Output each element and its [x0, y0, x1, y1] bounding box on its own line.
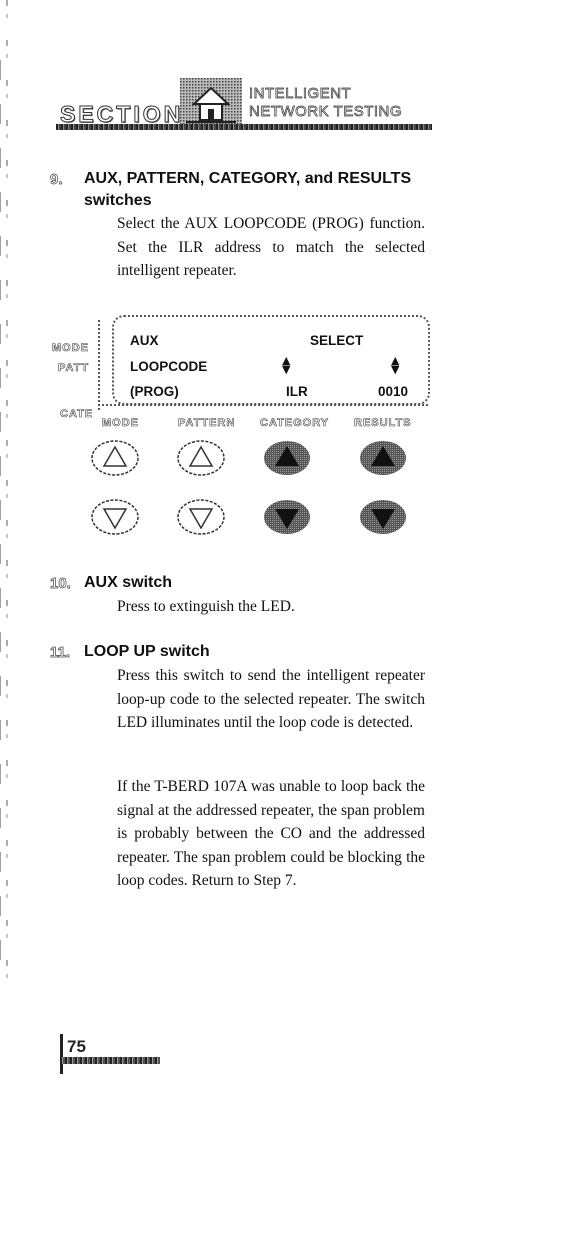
step-title: AUX switch: [84, 574, 173, 591]
cate-side-label: CATE: [60, 408, 94, 421]
page-number-rule: [60, 1034, 63, 1074]
mode-button-label: MODE: [102, 417, 139, 430]
display-aux: AUX: [130, 333, 159, 348]
step-title: AUX, PATTERN, CATEGORY, and RESULTS: [84, 170, 412, 187]
display-ilr: ILR: [286, 384, 308, 399]
mode-up-button[interactable]: [90, 439, 140, 477]
display-loopcode: LOOPCODE: [130, 359, 208, 374]
category-up-button[interactable]: [262, 439, 312, 477]
display-select: SELECT: [310, 333, 364, 348]
patt-side-label: PATT: [58, 362, 90, 375]
results-down-button[interactable]: [358, 498, 408, 536]
display-address: 0010: [378, 384, 409, 399]
header-rule: [56, 124, 432, 130]
header-title-line1: INTELLIGENT: [249, 85, 352, 103]
step-number: 11.: [50, 644, 71, 662]
step-title: LOOP UP switch: [84, 643, 210, 660]
category-button-label: CATEGORY: [260, 417, 330, 430]
step-paragraph: Select the AUX LOOPCODE (PROG) function.…: [117, 215, 425, 279]
step-paragraph: Press to extinguish the LED.: [117, 598, 295, 615]
category-down-button[interactable]: [262, 498, 312, 536]
lcd-display: [112, 315, 430, 405]
display-bezel: [98, 320, 103, 410]
scan-artifact: [0, 60, 1, 960]
results-up-button[interactable]: [358, 439, 408, 477]
step-number: 9.: [50, 171, 63, 189]
mode-down-button[interactable]: [90, 498, 140, 536]
pattern-button-label: PATTERN: [178, 417, 236, 430]
step-paragraph: Press this switch to send the intelligen…: [117, 667, 425, 731]
section-heading: SECTION: [59, 101, 184, 128]
display-bezel: [98, 404, 428, 409]
display-prog: (PROG): [130, 384, 179, 399]
step-paragraph: If the T-BERD 107A was unable to loop ba…: [117, 778, 425, 889]
page-number: 75: [67, 1037, 86, 1056]
network-testing-logo-icon: [180, 78, 242, 126]
header-title-line2: NETWORK TESTING: [249, 103, 403, 121]
step-number: 10.: [50, 575, 72, 593]
up-down-arrow-icon: ▲▼: [391, 354, 400, 376]
scan-artifact: [6, 0, 8, 1000]
results-button-label: RESULTS: [354, 417, 412, 430]
pattern-down-button[interactable]: [176, 498, 226, 536]
footer-rule: [60, 1057, 160, 1064]
up-down-arrow-icon: ▲▼: [282, 354, 291, 376]
mode-side-label: MODE: [52, 342, 89, 355]
pattern-up-button[interactable]: [176, 439, 226, 477]
step-title-continued: switches: [84, 192, 152, 209]
